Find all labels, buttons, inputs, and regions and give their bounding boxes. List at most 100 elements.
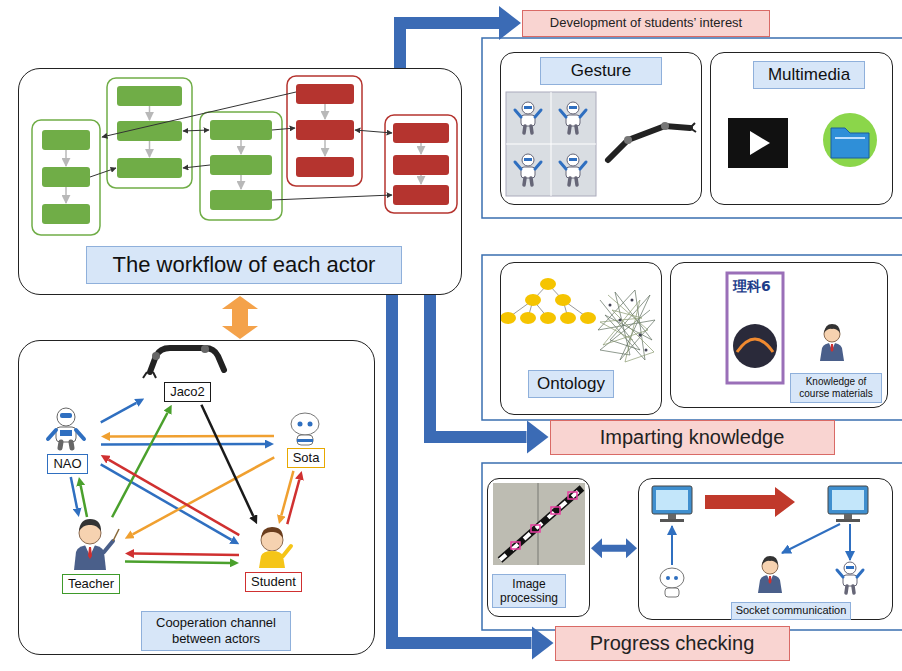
socket-illustration-part	[674, 576, 678, 580]
panel-box: Cooperation channel between actors Jaco2N…	[18, 340, 375, 655]
image-processing-illustration	[493, 483, 585, 565]
workflow-chart-part	[90, 92, 392, 200]
workflow-chart-part	[287, 76, 457, 213]
topic-band: Development of students’ interest	[522, 10, 770, 37]
ontology-illustration	[500, 278, 655, 362]
panel-label: Knowledge of course materials	[790, 373, 882, 403]
workflow-chart-part-part	[385, 115, 457, 213]
student-icon-part	[259, 551, 285, 568]
section-frame-part	[482, 463, 902, 630]
workflow-chart-part-part	[149, 106, 151, 120]
gesture-illustration-part	[515, 154, 541, 185]
workflow-chart-part-part	[117, 86, 182, 106]
workflow-chart-part-part	[183, 165, 210, 168]
image-processing-illustration-part	[500, 488, 582, 560]
ontology-illustration-part-part	[609, 304, 612, 307]
ontology-illustration-part-part	[619, 319, 622, 322]
image-processing-illustration-part-part	[551, 507, 560, 514]
actor-label: Sota	[287, 448, 326, 468]
ontology-illustration-part	[609, 299, 648, 352]
topic-label: Development of students’ interest	[550, 15, 742, 31]
connector	[125, 561, 230, 562]
multimedia-illustration-part	[835, 137, 865, 139]
workflow-chart-part-part	[102, 92, 296, 137]
ontology-illustration-part-part	[520, 312, 536, 324]
actor-label: NAO	[47, 454, 87, 474]
panel-label: Image processing	[492, 574, 566, 609]
textbook-illustration-part	[820, 324, 844, 361]
workflow-chart-part-part	[183, 130, 209, 131]
topic-band: Imparting knowledge	[550, 420, 835, 455]
panel-box: Ontology	[500, 262, 662, 415]
sota-robot-icon-part	[308, 422, 313, 427]
gesture-illustration-part	[506, 144, 596, 145]
sota-robot-icon-part	[291, 413, 319, 435]
workflow-chart-part-part	[296, 120, 354, 140]
robot-arm-icon	[143, 345, 224, 378]
multimedia-illustration-part	[823, 113, 877, 167]
workflow-chart-part	[42, 86, 272, 224]
panel-label: Gesture	[540, 57, 662, 85]
gesture-illustration-part	[560, 102, 586, 133]
teacher-icon-part	[79, 519, 101, 531]
ontology-illustration-part-part	[540, 312, 556, 324]
actor-label: Student	[245, 572, 302, 592]
workflow-chart-part-part	[42, 167, 90, 187]
multimedia-illustration	[728, 113, 877, 168]
workflow-chart-part-part	[393, 155, 449, 175]
socket-illustration-part	[652, 486, 692, 522]
actor-node: Jaco2	[146, 347, 229, 403]
panel-box: Socket communication	[638, 478, 893, 620]
panel-label: Cooperation channel between actors	[141, 611, 291, 650]
section-frame-part	[482, 255, 902, 420]
workflow-chart-part-part	[240, 175, 242, 189]
student-icon-part	[283, 546, 291, 556]
actor-node: NAO	[36, 406, 99, 475]
workflow-chart-part-part	[287, 76, 362, 186]
workflow-chart	[32, 76, 457, 235]
multimedia-illustration-part	[750, 131, 770, 155]
teacher-icon-part	[113, 529, 119, 541]
panel-box: Multimedia	[710, 52, 893, 205]
sota-robot-icon-part	[297, 435, 313, 445]
teacher-icon-part	[74, 545, 106, 570]
actor-node: Student	[241, 526, 306, 593]
gesture-illustration-part	[624, 136, 632, 144]
teacher-icon-part	[88, 547, 92, 559]
ontology-illustration-part-part	[560, 312, 576, 324]
connector	[101, 443, 265, 446]
socket-illustration-part	[758, 556, 782, 593]
workflow-chart-part-part	[240, 140, 242, 154]
workflow-chart-part	[66, 104, 421, 203]
panel-label: The workflow of each actor	[86, 246, 403, 284]
connector	[201, 405, 253, 516]
nao-robot-icon-part	[60, 413, 72, 418]
sota-robot-icon-part	[297, 439, 313, 442]
image-processing-illustration-part-part	[568, 492, 577, 499]
ontology-illustration-part-part	[645, 349, 648, 352]
panel-box: Knowledge of course materials	[670, 262, 888, 408]
nao-robot-icon-part	[56, 427, 76, 442]
workflow-chart-part-part	[210, 190, 272, 210]
socket-illustration-part	[837, 562, 863, 593]
gesture-illustration-part	[515, 102, 541, 133]
cover-title: 理科6	[733, 278, 771, 295]
ontology-illustration-part-part	[639, 334, 642, 337]
connector	[110, 435, 274, 438]
robot-arm-icon-part	[143, 372, 156, 378]
textbook-illustration-part	[727, 273, 783, 383]
teacher-icon	[74, 519, 119, 570]
socket-illustration-part	[849, 524, 851, 560]
nao-robot-icon-part	[60, 442, 72, 448]
connector	[430, 295, 527, 437]
nao-robot-icon-part	[48, 430, 84, 439]
section-frame-part	[482, 38, 902, 218]
panel-label: Multimedia	[753, 61, 865, 89]
panel-box: Image processing	[487, 478, 590, 617]
robot-arm-icon-part	[152, 352, 160, 360]
workflow-chart-part-part	[210, 155, 272, 175]
image-processing-illustration-part	[500, 488, 582, 560]
workflow-chart-part-part	[393, 185, 449, 205]
connector	[71, 477, 77, 508]
workflow-chart-part-part	[324, 140, 326, 156]
